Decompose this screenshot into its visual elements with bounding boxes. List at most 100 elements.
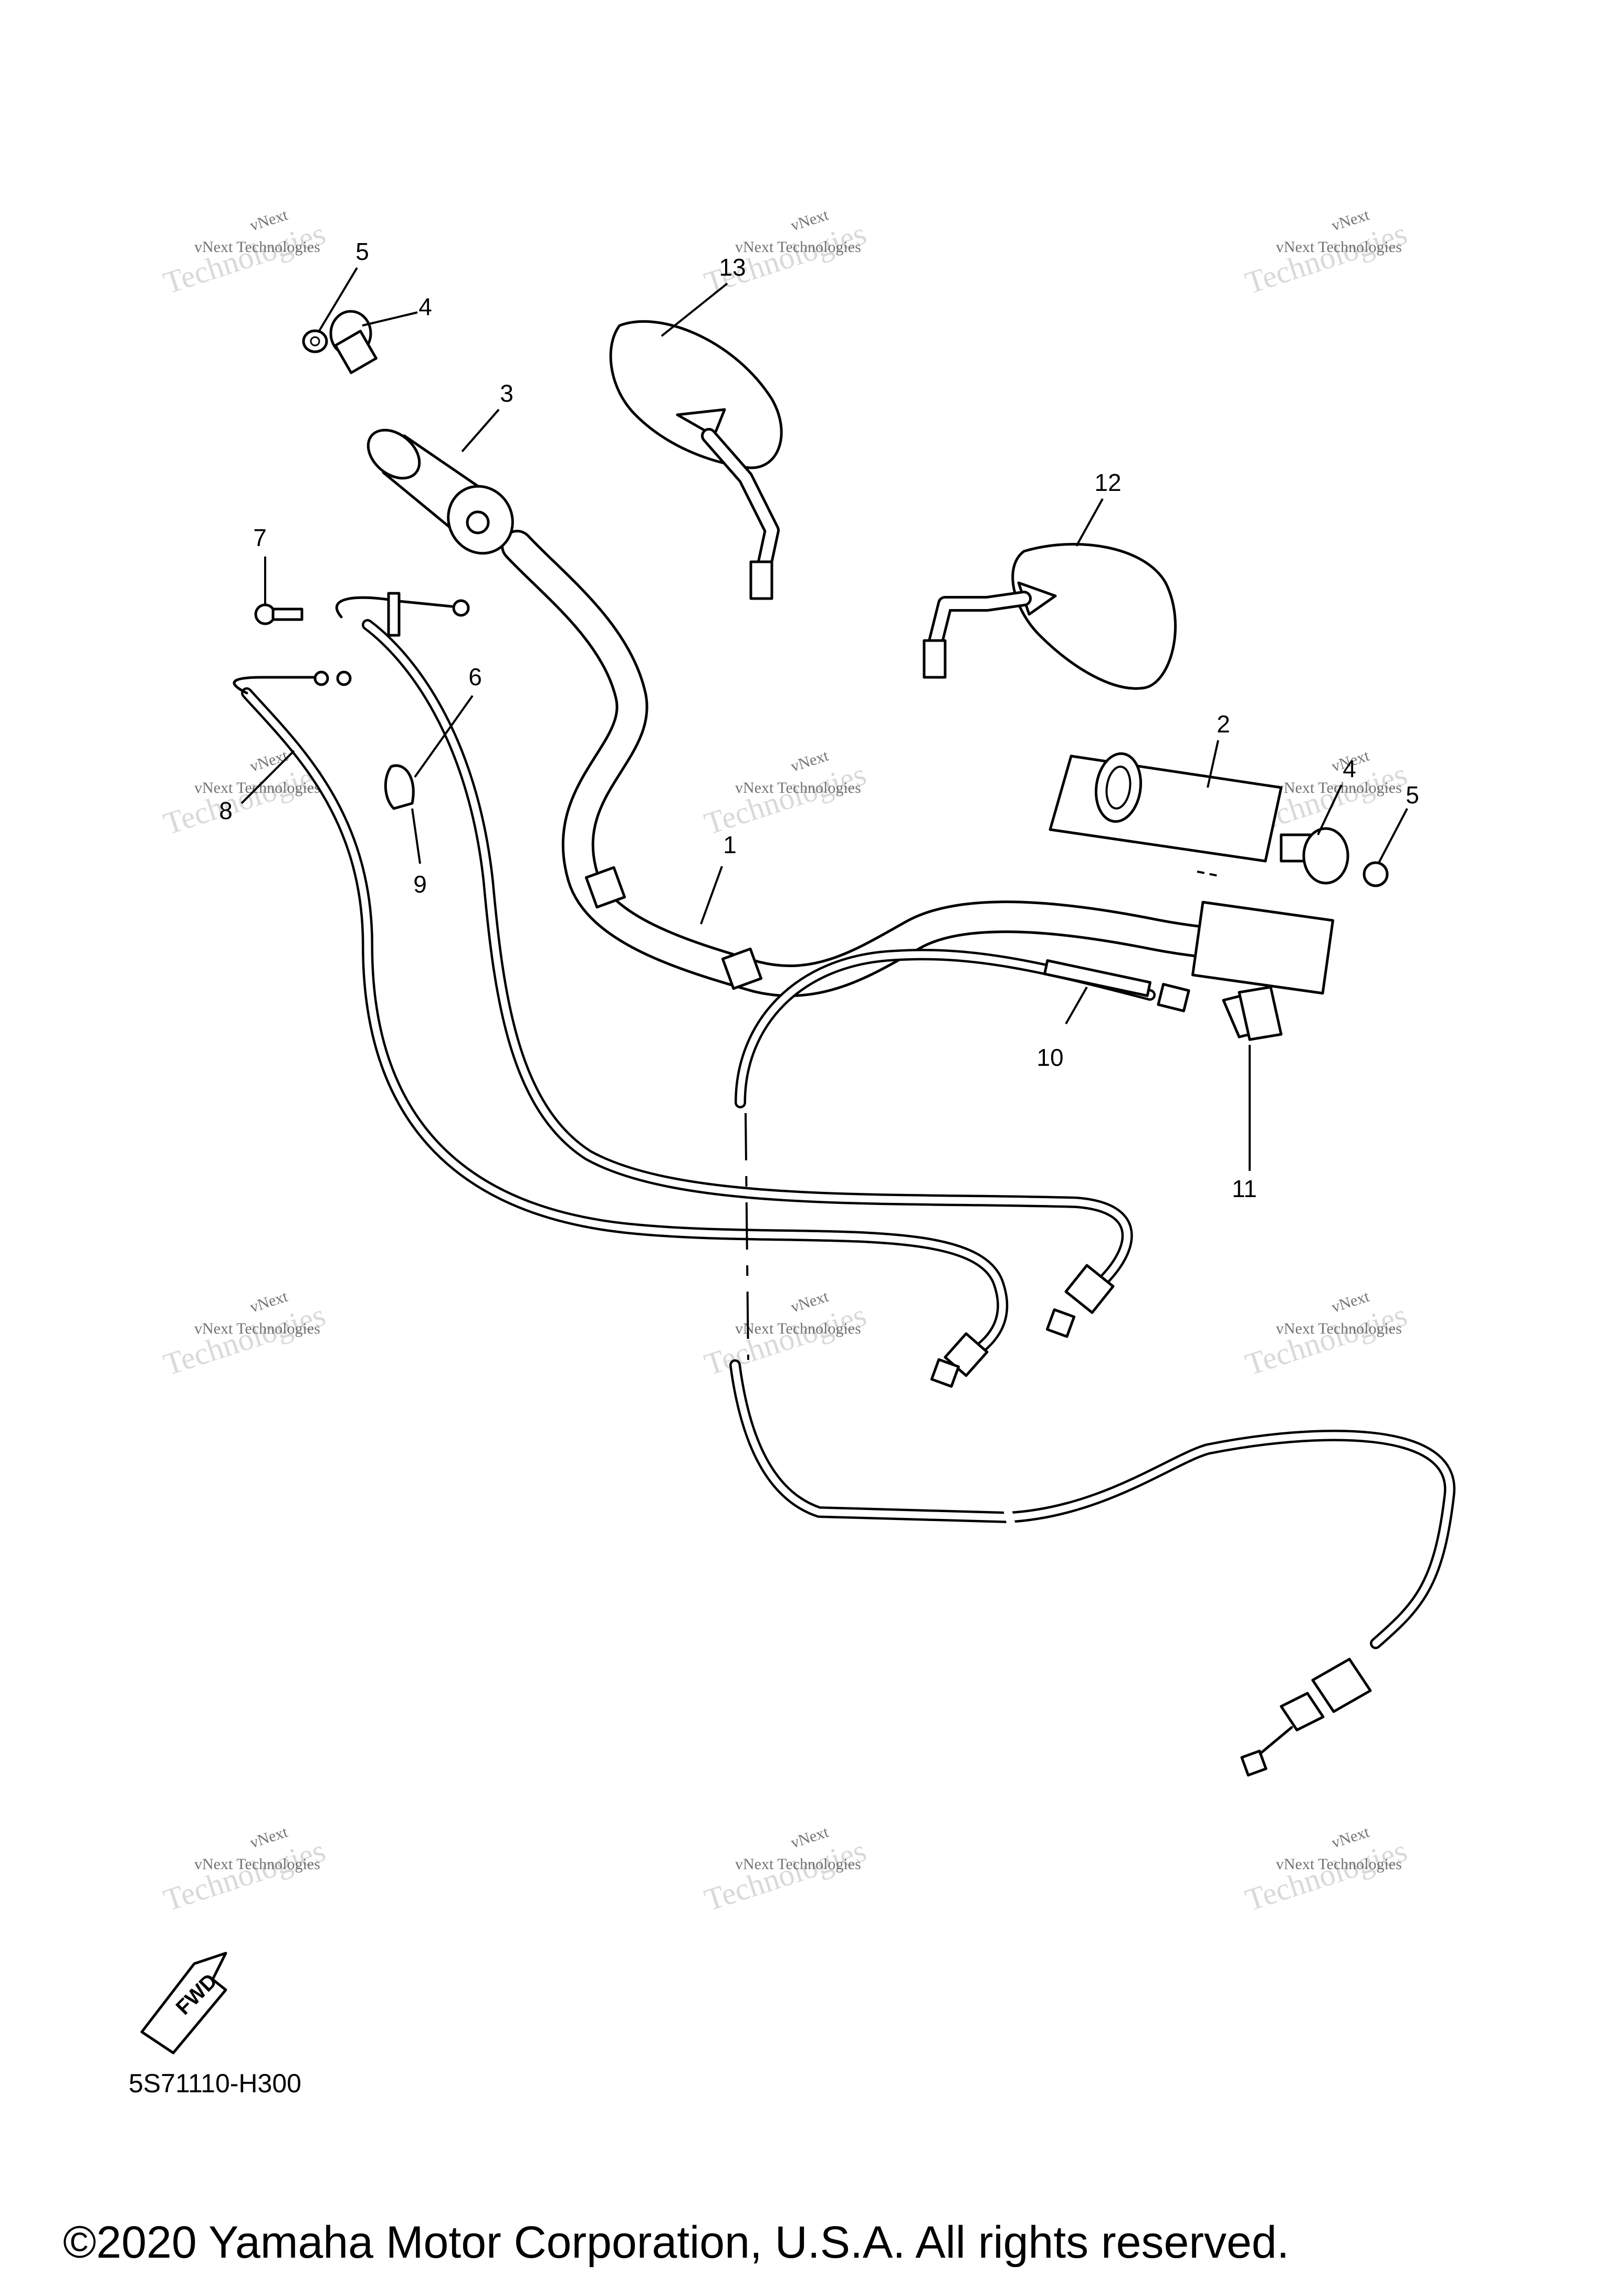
watermark-large: Technologies: [700, 757, 871, 841]
watermark-line: vNext Technologies: [1276, 1320, 1402, 1337]
watermark-bottom-center: Technologies vNext Technologies vNext: [700, 1823, 871, 1917]
watermark-large: Technologies: [160, 1297, 330, 1382]
watermark-line: vNext Technologies: [194, 238, 320, 256]
mirror-thread: [749, 560, 773, 600]
watermark-line: vNext Technologies: [735, 1855, 861, 1873]
watermark-large: Technologies: [1241, 1833, 1411, 1917]
leader-6: [414, 695, 474, 778]
cable-break-gap: [1001, 1501, 1018, 1534]
cable-end-barrel: [930, 1358, 960, 1388]
watermark-large: Technologies: [700, 1833, 871, 1917]
diagram-code: 5S71110-H300: [129, 2069, 301, 2098]
mirror-part-12: 12: [923, 469, 1177, 690]
leader-5b: [1377, 808, 1408, 864]
clutch-cable-end: [1157, 983, 1190, 1012]
watermark-bottom-left: Technologies vNext Technologies vNext: [160, 1823, 330, 1917]
watermark-top-right: Technologies vNext Technologies vNext: [1241, 206, 1411, 300]
callout-13: 13: [719, 254, 746, 281]
cable-end: [336, 670, 352, 686]
knurl-band: [721, 947, 763, 990]
watermark-mid-center: Technologies vNext Technologies vNext: [700, 747, 871, 841]
callout-9: 9: [413, 871, 427, 898]
watermark-low-right: Technologies vNext Technologies vNext: [1241, 1287, 1411, 1382]
watermark-line: vNext Technologies: [735, 779, 861, 796]
screw-shank: [271, 607, 303, 621]
fwd-arrow-shape: [140, 1952, 227, 2054]
callout-10: 10: [1036, 1044, 1063, 1071]
weight-part-4-right: 4: [1280, 755, 1356, 885]
cable-end: [452, 599, 470, 617]
clutch-cable-adjuster: [1043, 959, 1152, 998]
copyright-notice: ©2020 Yamaha Motor Corporation, U.S.A. A…: [63, 2217, 1290, 2268]
watermark-large: Technologies: [160, 1833, 330, 1917]
watermark-large: Technologies: [700, 1297, 871, 1382]
screw-part-5-left: 5: [302, 238, 369, 353]
watermark-line: vNext Technologies: [735, 1320, 861, 1337]
cable-adjuster: [1064, 1264, 1115, 1314]
throttle-bore: [466, 510, 490, 534]
clamp-part-9: 9: [384, 764, 427, 898]
screw-slot: [310, 336, 320, 347]
grip-axis-dash: [1197, 871, 1219, 877]
clutch-inner-wire: [1259, 1726, 1293, 1755]
callout-2: 2: [1217, 710, 1230, 738]
cable-end-barrel: [1045, 1308, 1076, 1338]
callout-11: 11: [1232, 1175, 1257, 1202]
callout-4a: 4: [418, 293, 432, 320]
watermark-line: vNext Technologies: [1276, 238, 1402, 256]
throttle-grip-end: [366, 428, 421, 480]
callout-1: 1: [723, 831, 737, 858]
callout-4b: 4: [1343, 755, 1356, 782]
callout-8: 8: [219, 797, 233, 824]
watermark-bottom-right: Technologies vNext Technologies vNext: [1241, 1823, 1411, 1917]
watermark-large: Technologies: [1241, 216, 1411, 300]
screw-part-7: 7: [253, 524, 303, 625]
grip-part-3: 3: [366, 380, 514, 555]
mirror-glass: [609, 320, 783, 469]
cable-end: [313, 670, 329, 686]
watermark-line: vNext Technologies: [194, 1855, 320, 1873]
leader-4a: [362, 311, 418, 327]
grip-end-outline: [1191, 900, 1335, 995]
weight-part-4-left: 4: [329, 293, 432, 374]
watermark-low-center: Technologies vNext Technologies vNext: [700, 1287, 871, 1382]
cable-bracket: [387, 592, 401, 637]
watermark-line: vNext Technologies: [735, 238, 861, 256]
leader-13: [661, 282, 728, 337]
leader-3: [461, 408, 500, 453]
leader-12: [1075, 498, 1104, 547]
handlebar-part-1: 1: [501, 530, 1335, 997]
grip-part-2: 2: [1049, 710, 1283, 877]
screw-head: [1363, 861, 1389, 887]
watermark-large: Technologies: [1241, 1297, 1411, 1382]
clutch-adjuster: [1311, 1658, 1372, 1713]
mirror-part-13: 13: [609, 254, 783, 600]
cable-clamp: [384, 764, 415, 810]
watermarks: Technologies vNext Technologies vNext Te…: [160, 206, 1411, 1917]
watermark-line: vNext Technologies: [1276, 779, 1402, 796]
clutch-adjuster-nut: [1280, 1692, 1325, 1732]
knurl-band: [584, 866, 626, 909]
throttle-cable-part-8: 8: [219, 670, 1009, 1388]
leader-10: [1065, 987, 1088, 1024]
grip-bore: [1105, 766, 1132, 810]
watermark-top-left: Technologies vNext Technologies vNext: [160, 206, 330, 300]
watermark-line: vNext Technologies: [1276, 1855, 1402, 1873]
watermark-low-left: Technologies vNext Technologies vNext: [160, 1287, 330, 1382]
bar-end-weight: [1302, 827, 1349, 885]
fwd-direction-badge: FWD: [140, 1952, 227, 2054]
callout-6: 6: [468, 663, 482, 690]
callout-7: 7: [253, 524, 267, 551]
leader-2: [1207, 740, 1219, 788]
leader-5a: [318, 267, 358, 332]
mirror-glass: [1011, 543, 1177, 690]
callout-12: 12: [1094, 469, 1121, 496]
clutch-boot: [1238, 986, 1283, 1041]
callout-5a: 5: [355, 238, 369, 265]
cable-break-dash: [745, 1113, 749, 1360]
screw-part-5-right: 5: [1363, 781, 1419, 887]
boot-part-11: 11: [1222, 986, 1283, 1202]
callout-3: 3: [500, 380, 514, 407]
watermark-large: Technologies: [160, 216, 330, 300]
